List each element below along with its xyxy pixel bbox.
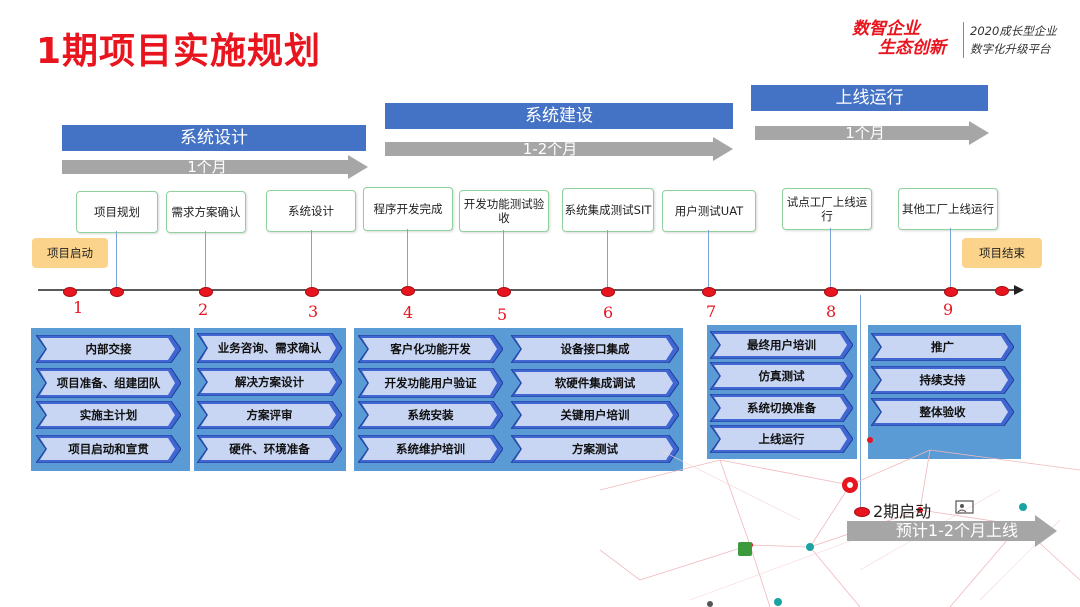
- phase-duration-build: 1-2个月: [522, 140, 578, 158]
- phase2-dot: [854, 507, 870, 517]
- milestone-number: 5: [497, 305, 508, 324]
- timeline-dot-end: [995, 286, 1009, 296]
- timeline-axis: [38, 285, 1024, 295]
- timeline-dot: [110, 287, 124, 297]
- milestone-number: 8: [826, 302, 837, 321]
- milestone-stem: [205, 231, 206, 289]
- phase2-label: 2期启动: [873, 502, 932, 521]
- timeline-dot: [199, 287, 213, 297]
- task-item: 关键用户培训: [511, 401, 679, 429]
- task-item: 硬件、环境准备: [197, 435, 342, 463]
- milestone-number: 3: [308, 302, 319, 321]
- phase-duration-golive: 1个月: [845, 124, 885, 142]
- timeline-dot-start: [63, 287, 77, 297]
- milestone-1: 项目规划: [76, 191, 158, 233]
- phase2-estimate: 预计1-2个月上线: [895, 521, 1019, 540]
- phase-bar-build: 系统建设: [385, 103, 733, 129]
- phase-arrow-golive: 1个月: [755, 121, 989, 145]
- task-item: 方案测试: [511, 435, 679, 463]
- task-item: 实施主计划: [36, 401, 181, 429]
- task-item: 最终用户培训: [710, 331, 853, 359]
- timeline-dot: [305, 287, 319, 297]
- milestone-stem: [503, 230, 504, 289]
- phase-bar-golive: 上线运行: [751, 85, 988, 111]
- task-item: 客户化功能开发: [358, 335, 503, 363]
- presenter-icon: [955, 500, 974, 514]
- logo-main-line1: 数智企业: [852, 19, 920, 39]
- page-title: 1期项目实施规划: [36, 31, 322, 72]
- timeline-dot: [401, 286, 415, 296]
- milestone-stem: [116, 231, 117, 288]
- phase-arrow-build: 1-2个月: [385, 137, 733, 161]
- timeline-dot: [702, 287, 716, 297]
- task-item: 系统维护培训: [358, 435, 503, 463]
- timeline-dot: [944, 287, 958, 297]
- milestone-2: 需求方案确认: [166, 191, 246, 233]
- milestone-number: 2: [198, 300, 209, 319]
- milestone-stem: [708, 230, 709, 289]
- logo-sub-line1: 2020成长型企业: [970, 24, 1057, 38]
- milestone-stem: [830, 228, 831, 289]
- task-item: 内部交接: [36, 335, 181, 363]
- logo-divider: [963, 22, 964, 58]
- milestone-number: 6: [603, 303, 614, 322]
- milestone-number: 4: [403, 303, 414, 322]
- task-item: 系统安装: [358, 401, 503, 429]
- task-item: 方案评审: [197, 401, 342, 429]
- milestone-4: 程序开发完成: [363, 187, 453, 231]
- task-item: 项目准备、组建团队: [36, 368, 181, 398]
- chart-icon: [738, 542, 752, 556]
- milestone-stem: [407, 229, 408, 288]
- phase-bar-design: 系统设计: [62, 125, 366, 151]
- task-item: 软硬件集成调试: [511, 369, 679, 397]
- logo-main-line2: 生态创新: [878, 38, 946, 58]
- logo-sub-text: 2020成长型企业 数字化升级平台: [970, 22, 1057, 58]
- timeline-dot: [824, 287, 838, 297]
- task-item: 持续支持: [871, 366, 1014, 394]
- task-item: 开发功能用户验证: [358, 368, 503, 398]
- milestone-3: 系统设计: [266, 190, 356, 232]
- task-item: 系统切换准备: [710, 394, 853, 422]
- phase-duration-design: 1个月: [187, 158, 227, 176]
- timeline-dot: [601, 287, 615, 297]
- phase2-connector: [860, 295, 861, 510]
- milestone-number: 9: [943, 300, 954, 319]
- task-item: 仿真测试: [710, 362, 853, 390]
- task-item: 上线运行: [710, 425, 853, 453]
- milestone-5: 开发功能测试验收: [459, 190, 549, 232]
- task-item: 业务咨询、需求确认: [197, 333, 342, 363]
- milestone-7: 用户测试UAT: [662, 190, 756, 232]
- task-item: 设备接口集成: [511, 335, 679, 363]
- logo-main-text: 数智企业 生态创新: [852, 20, 960, 58]
- milestone-stem: [950, 228, 951, 289]
- timeline-dot: [497, 287, 511, 297]
- task-item: 解决方案设计: [197, 368, 342, 396]
- task-item: 整体验收: [871, 398, 1014, 426]
- logo-sub-line2: 数字化升级平台: [970, 42, 1051, 56]
- task-item: 项目启动和宣贯: [36, 435, 181, 463]
- milestone-8: 试点工厂上线运行: [782, 188, 872, 230]
- milestone-number: 7: [706, 302, 717, 321]
- milestone-6: 系统集成测试SIT: [562, 188, 654, 232]
- phase-arrow-design: 1个月: [62, 155, 368, 179]
- milestone-number: 1: [73, 298, 84, 317]
- timeline-start: 项目启动: [32, 238, 108, 268]
- timeline-end: 项目结束: [962, 238, 1042, 268]
- brand-logo: 数智企业 生态创新 2020成长型企业 数字化升级平台: [852, 20, 1057, 64]
- milestone-9: 其他工厂上线运行: [898, 188, 998, 230]
- phase2-arrow: 预计1-2个月上线: [847, 515, 1057, 547]
- milestone-stem: [311, 230, 312, 289]
- task-item: 推广: [871, 333, 1014, 361]
- milestone-stem: [607, 230, 608, 289]
